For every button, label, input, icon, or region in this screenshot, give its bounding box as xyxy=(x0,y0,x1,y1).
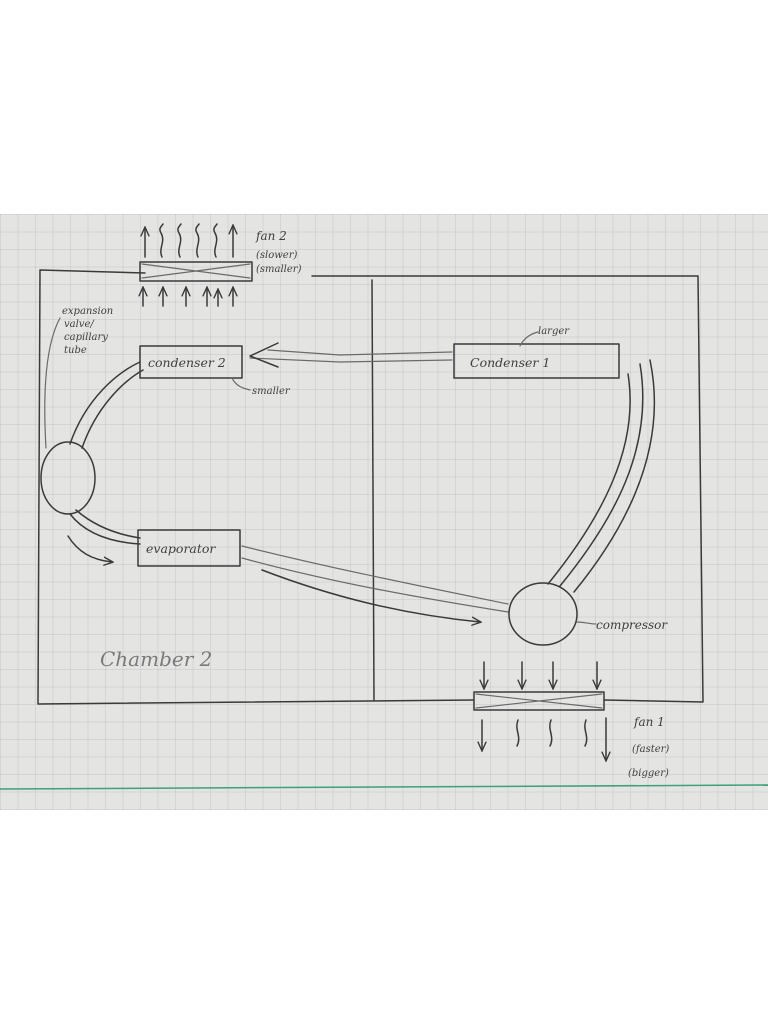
fan-2-label: fan 2 xyxy=(255,229,287,243)
expansion-label-3: capillary xyxy=(64,332,108,343)
fan-1 xyxy=(473,661,606,760)
pipe-condenser1-to-condenser2 xyxy=(249,342,453,368)
outer-enclosure xyxy=(37,269,704,705)
chamber-2-label: Chamber 2 xyxy=(100,647,212,671)
chamber-divider xyxy=(371,279,375,701)
evaporator-box xyxy=(137,529,241,567)
flow-arrow-evaporator xyxy=(67,535,112,562)
pipe-condenser2-to-valve xyxy=(69,361,144,449)
expansion-label-1: expansion xyxy=(62,306,113,317)
graph-paper-sheet xyxy=(0,214,768,810)
pipe-valve-to-evaporator xyxy=(69,509,141,545)
fan-2-note-smaller: (smaller) xyxy=(256,264,302,275)
evaporator-label: evaporator xyxy=(146,541,216,556)
condenser-1-box xyxy=(453,343,620,379)
compressor-label: compressor xyxy=(596,618,668,632)
fan-1-note-faster: (faster) xyxy=(632,744,669,755)
fan-2 xyxy=(139,223,253,307)
expansion-valve-circle xyxy=(40,441,96,515)
fan-1-box xyxy=(473,691,605,711)
condenser-1-larger-note: larger xyxy=(538,326,570,337)
expansion-label-4: tube xyxy=(64,345,87,356)
flow-arrow-compressor xyxy=(261,569,480,622)
condenser-1-label: Condenser 1 xyxy=(470,355,550,370)
condenser-2-smaller-note: smaller xyxy=(252,386,291,397)
condenser-2-label: condenser 2 xyxy=(148,355,226,370)
fan-1-note-bigger: (bigger) xyxy=(628,768,669,779)
fan-1-label: fan 1 xyxy=(633,715,665,729)
expansion-leader-line xyxy=(44,317,61,449)
compressor-circle xyxy=(508,582,578,646)
paper-margin-line xyxy=(0,784,768,790)
fan-2-box xyxy=(139,261,253,282)
pipe-compressor-to-condenser1 xyxy=(547,359,656,593)
expansion-label-2: valve/ xyxy=(64,319,95,330)
pipe-evaporator-to-compressor xyxy=(241,545,509,613)
fan-2-note-slower: (slower) xyxy=(256,250,298,261)
